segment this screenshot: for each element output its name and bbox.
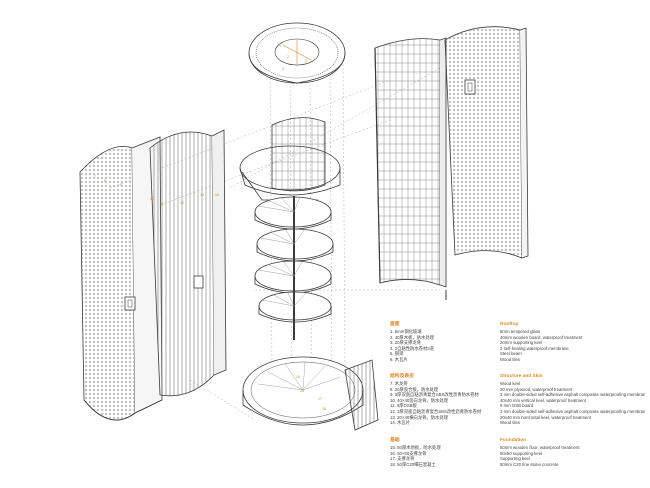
legend-item-en: 20x40 mm horizontal keel, waterproof tre…: [500, 414, 591, 420]
legend-item-zh: 13. 20×40横向龙骨，防水处理: [390, 414, 448, 420]
callout-label: 18: [322, 407, 326, 411]
outer-shingle-panel: [79, 136, 163, 421]
legend-item-en: Wood keel: [500, 381, 521, 386]
legend-item-en: Steel beam: [500, 351, 522, 357]
legend-title-zh: 结构及表皮: [390, 374, 414, 379]
legend-item-en: 3 mm double-sided self-adhesive asphalt …: [500, 392, 645, 398]
legend-item-zh: 4. 2自粘性防水卷材2道: [390, 345, 434, 351]
legend-item-zh: 10. 40×40竖向龙骨，防水处理: [390, 397, 448, 403]
window-opening: [193, 275, 204, 289]
legend-item-en: Wood tiles: [500, 420, 520, 426]
legend-item-zh: 11. 9厚OSB板: [390, 403, 417, 409]
outer-skin-shell: [444, 26, 529, 259]
legend-item-en: 9 mm OSB board: [500, 403, 534, 409]
callout-label: 2: [287, 55, 289, 59]
legend-item-zh: 17. 支撑龙骨: [390, 456, 415, 462]
callout-label: 14: [215, 193, 219, 197]
legend-item-zh: 6. 木瓦片: [390, 356, 408, 362]
legend-item-zh: 15. 50厚木地板，防水处理: [390, 445, 441, 450]
callout-label: 15: [296, 375, 300, 379]
legend-item-zh: 8. 20厚胶合板，防水处理: [390, 386, 439, 392]
legend-item-zh: 7. 木龙骨: [390, 381, 408, 386]
legend-item-zh: 18. 50厚C20细石混凝土: [390, 461, 436, 467]
callout-label: 11: [160, 202, 164, 206]
window-opening: [124, 296, 136, 311]
inner-keel-panel: [149, 129, 227, 397]
legend-item-en: 50mm wooden floor, waterproof treatment: [500, 445, 580, 450]
roof-disk: [248, 22, 346, 84]
callout-label: 13: [200, 193, 204, 197]
callout-label: 7: [94, 175, 96, 179]
legend-title-en: Foundation: [500, 438, 527, 443]
stair-top-core: [239, 117, 341, 201]
stair-tread-lines: [257, 196, 307, 307]
legend-item-zh: 16. 50×50支撑龙骨: [390, 450, 427, 456]
legend-item-zh: 14. 木瓦片: [390, 420, 411, 426]
callout-label: 1: [279, 44, 281, 48]
legend-item-en: 20 mm plywood, waterproof treatment: [500, 386, 573, 392]
legend-item-en: 40mm wooden board, waterproof treatment: [500, 334, 583, 340]
legend-item-en: Wood tiles: [500, 356, 520, 362]
legend-title-zh: 屋面: [390, 322, 400, 327]
legend-item-en: 50x50 supporting keel: [500, 450, 543, 456]
legend-item-zh: 5. 钢梁: [390, 351, 404, 357]
legend-item-en: 50mm C20 fine stone concrete: [500, 461, 559, 467]
legend-item-zh: 9. 3厚双面自粘沥青复合SBS改性沥青防水卷材: [390, 392, 479, 398]
legend-title-en: Rooftop: [500, 322, 519, 327]
callout-label: 3: [305, 59, 307, 63]
callouts-roof: 1 2 3 4: [279, 44, 307, 71]
structure-grid-shell: [374, 37, 447, 300]
legend-item-en: 2 self-healing waterproof membrane: [500, 345, 569, 351]
legend-item-zh: 1. 6mm钢化玻璃: [390, 329, 422, 334]
callout-label: 12: [180, 201, 184, 205]
legend-item-en: 20mm supporting keel: [500, 340, 543, 346]
base-foundation: [242, 356, 379, 431]
legend-item-zh: 3. 20厚支撑龙骨: [390, 340, 422, 346]
callout-label: 8: [104, 179, 106, 183]
callout-label: 10: [150, 197, 154, 201]
callouts-base: 15 16 17 18: [296, 375, 326, 411]
legend-item-en: 3 mm double-sided self-adhesive asphalt …: [500, 408, 645, 414]
callouts-left: 7 8 9 10 11 12 13 14: [94, 175, 219, 206]
legend-item-zh: 2. 40厚木板，防水处理: [390, 334, 434, 340]
window-opening: [464, 79, 476, 95]
legend-item-en: Supporting keel: [500, 456, 530, 462]
legend-title-zh: 基础: [390, 438, 400, 443]
callout-label: 16: [300, 389, 304, 393]
legend-item-zh: 12. 3厚双面自粘沥青复合SBS改性沥青防水卷材: [390, 408, 482, 414]
callout-label: 9: [120, 183, 122, 187]
legend-item-en: 40x40 mm vertical keel, waterproof treat…: [500, 397, 586, 403]
callout-label: 4: [282, 67, 284, 71]
legend-item-en: 6mm tempered glass: [500, 329, 541, 334]
callout-label: 17: [318, 397, 322, 401]
spiral-stair: [254, 196, 334, 340]
legend-title-en: Structure and Skin: [500, 374, 543, 379]
